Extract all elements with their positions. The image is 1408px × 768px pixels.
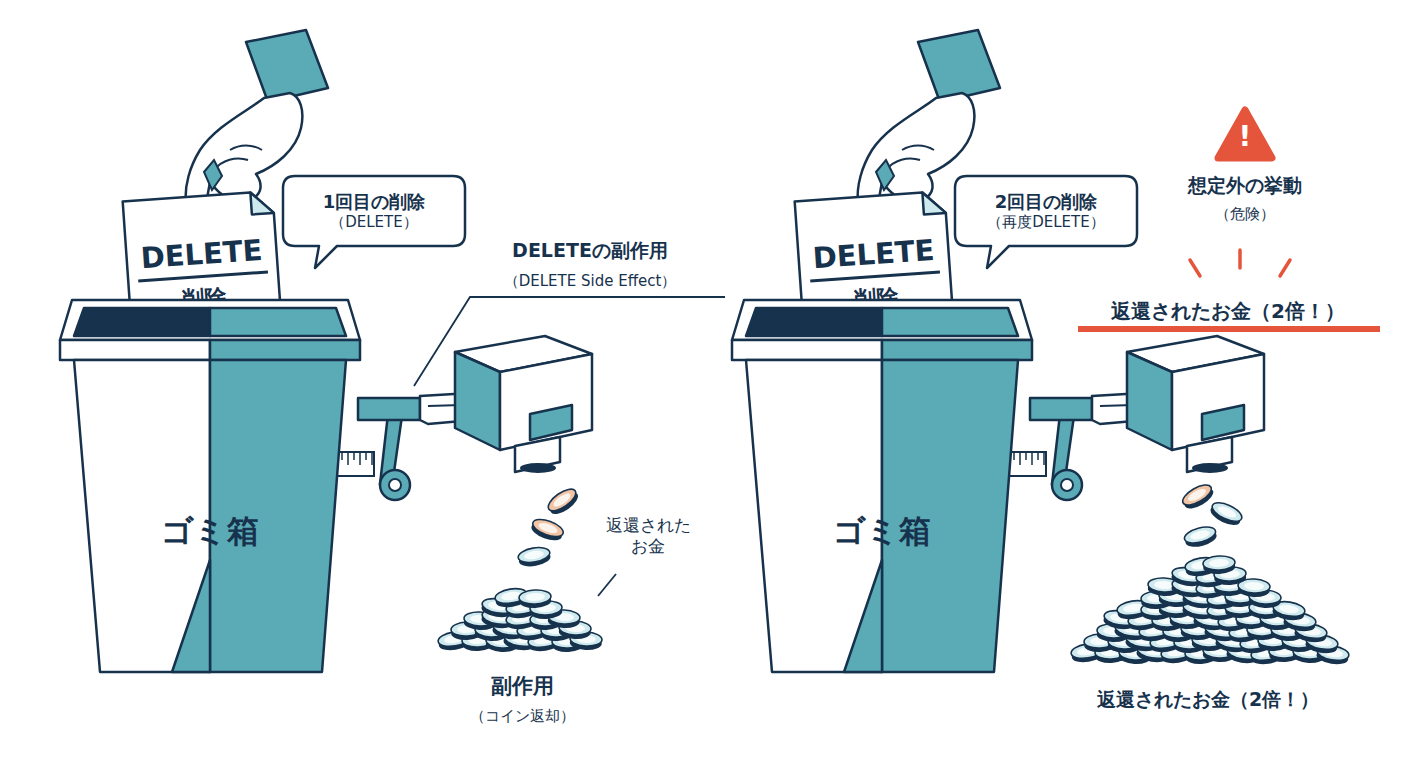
coin bbox=[529, 516, 565, 544]
spout-mouth bbox=[1192, 463, 1228, 473]
dispenser-slot bbox=[530, 405, 572, 440]
callout-label: 副作用 bbox=[491, 673, 554, 699]
ruler-tick bbox=[371, 452, 373, 465]
finger-line bbox=[214, 146, 262, 171]
can-opening bbox=[746, 308, 882, 336]
triangle-outline bbox=[1218, 110, 1272, 158]
pivot bbox=[380, 470, 410, 500]
ruler-tick bbox=[359, 452, 361, 465]
shape-outline bbox=[60, 292, 360, 674]
dispenser-front bbox=[1127, 352, 1172, 450]
coin bbox=[517, 545, 552, 568]
callout-label: 想定外の挙動 bbox=[1188, 174, 1302, 198]
warning-triangle: ! bbox=[1214, 106, 1276, 162]
thumb bbox=[876, 160, 894, 190]
spout-mouth bbox=[520, 463, 556, 473]
can-opening bbox=[74, 308, 210, 336]
coin bbox=[1180, 481, 1217, 513]
trash-can: ゴミ箱 bbox=[60, 292, 360, 674]
dispenser-side bbox=[500, 354, 592, 450]
paper-fold bbox=[250, 191, 273, 214]
bubble-outline bbox=[955, 176, 1137, 268]
dispenser-side bbox=[1172, 354, 1264, 450]
ruler-tick bbox=[1025, 452, 1027, 460]
dispenser-spout bbox=[515, 437, 560, 472]
can-opening bbox=[882, 308, 1018, 336]
ruler bbox=[1008, 452, 1046, 476]
node-text: （再度DELETE） bbox=[987, 213, 1105, 231]
alert-ray bbox=[1280, 260, 1290, 276]
can-rim bbox=[732, 300, 1032, 340]
callout-label: （コイン返却） bbox=[470, 707, 575, 726]
can-lip bbox=[60, 340, 210, 360]
dispenser-front bbox=[455, 352, 500, 450]
coin bbox=[519, 589, 552, 609]
callout-label: （DELETE Side Effect） bbox=[504, 272, 677, 291]
callout-label: DELETEの副作用 bbox=[512, 239, 668, 263]
coin bbox=[1203, 555, 1236, 575]
speech-bubble: 1回目の削除（DELETE） bbox=[283, 176, 465, 246]
callout-label: 返還された お金 bbox=[601, 515, 695, 558]
node-text: ゴミ箱 bbox=[161, 512, 259, 550]
leader-line bbox=[598, 574, 616, 596]
coin bbox=[1208, 499, 1245, 529]
pivot-pin bbox=[1061, 479, 1073, 491]
can-lip bbox=[882, 340, 1032, 360]
bubble-outline bbox=[283, 176, 465, 268]
callout-label: （危険） bbox=[1215, 205, 1275, 224]
can-opening bbox=[210, 308, 346, 336]
ruler-tick bbox=[1019, 452, 1021, 465]
dispenser-slot bbox=[1202, 405, 1244, 440]
can-wedge bbox=[844, 560, 882, 672]
can-lip bbox=[732, 340, 882, 360]
arm-bar bbox=[358, 398, 420, 420]
ruler bbox=[336, 452, 374, 476]
ruler-tick bbox=[365, 452, 367, 460]
ruler-tick bbox=[1043, 452, 1045, 465]
paper-fold bbox=[922, 191, 945, 214]
shape-outline bbox=[732, 292, 1032, 674]
ruler-tick bbox=[1013, 452, 1015, 460]
coin bbox=[545, 485, 582, 518]
callout-label: 返還されたお金（2倍！） bbox=[1097, 688, 1319, 712]
node-text: ゴミ箱 bbox=[833, 512, 931, 550]
arm-bar bbox=[1030, 398, 1092, 420]
ruler-tick bbox=[353, 452, 355, 460]
can-rim bbox=[60, 300, 360, 340]
pivot bbox=[1052, 470, 1082, 500]
highlight-bar bbox=[1078, 326, 1380, 332]
can-wedge bbox=[172, 560, 210, 672]
node-text: 2回目の削除 bbox=[995, 191, 1098, 213]
alert-ray bbox=[1190, 260, 1200, 276]
coin-dispenser bbox=[1127, 336, 1264, 473]
coin bbox=[1183, 524, 1219, 550]
node-text: （DELETE） bbox=[330, 213, 418, 231]
can-lip bbox=[210, 340, 360, 360]
ruler-tick bbox=[347, 452, 349, 465]
ruler-tick bbox=[1031, 452, 1033, 465]
thumb bbox=[204, 160, 222, 190]
node-text: 1回目の削除 bbox=[323, 191, 426, 213]
trash-can: ゴミ箱 bbox=[732, 292, 1032, 674]
finger-line bbox=[886, 146, 934, 171]
ruler-tick bbox=[1037, 452, 1039, 460]
speech-bubble: 2回目の削除（再度DELETE） bbox=[955, 176, 1137, 246]
pivot-pin bbox=[389, 479, 401, 491]
callout-label: 返還されたお金（2倍！） bbox=[1111, 299, 1345, 324]
coin-dispenser bbox=[455, 336, 592, 473]
coins bbox=[437, 485, 602, 653]
sleeve-cuff bbox=[918, 30, 1000, 102]
sleeve-cuff bbox=[246, 30, 328, 102]
node-text: ! bbox=[1239, 120, 1252, 154]
coins bbox=[1070, 481, 1350, 666]
leader-line bbox=[414, 297, 725, 386]
dispenser-spout bbox=[1187, 437, 1232, 472]
alert-ray bbox=[1238, 250, 1242, 268]
ruler-tick bbox=[341, 452, 343, 460]
